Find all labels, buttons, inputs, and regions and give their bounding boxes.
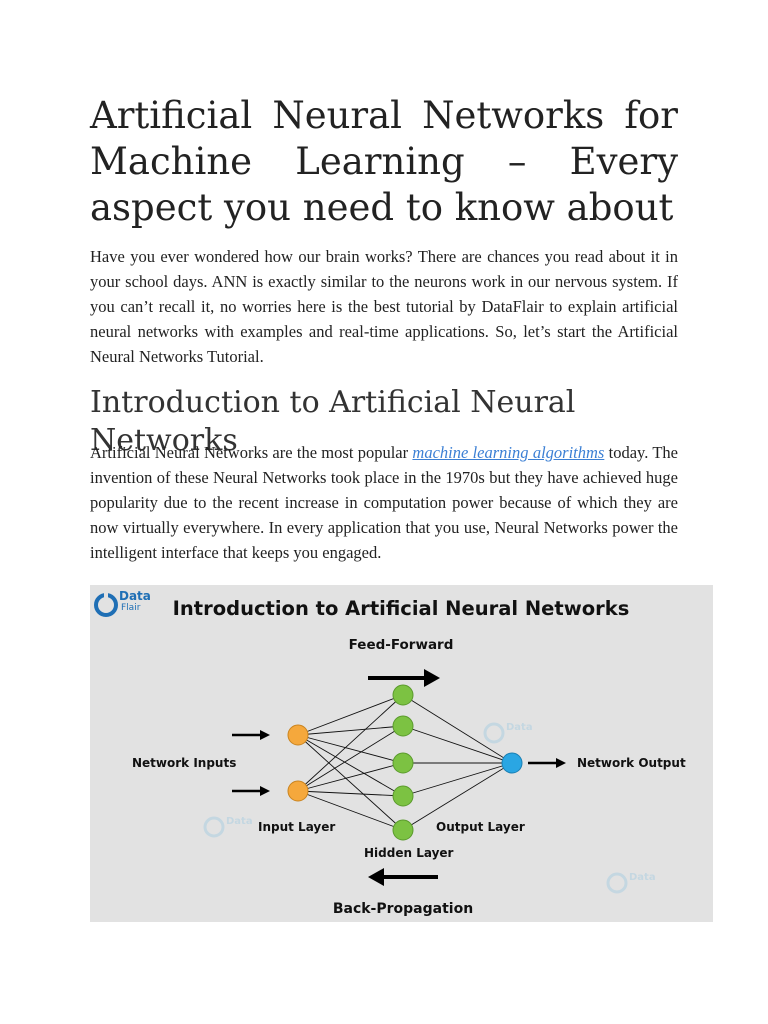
watermark-mid: Data — [483, 722, 533, 744]
hidden-node-2 — [392, 715, 414, 737]
feed-forward-arrow — [368, 669, 440, 687]
hidden-node-4 — [392, 785, 414, 807]
output-layer-label: Output Layer — [436, 820, 525, 834]
feed-forward-label: Feed-Forward — [349, 637, 454, 653]
section-text-start: Artificial Neural Networks are the most … — [90, 443, 413, 462]
network-inputs-label: Network Inputs — [132, 756, 236, 770]
hidden-layer-label: Hidden Layer — [364, 846, 454, 860]
svg-text:Data: Data — [506, 722, 533, 733]
ann-diagram: Data Flair Data Data Data Introduction t… — [90, 585, 713, 922]
logo-text-flair: Flair — [121, 603, 141, 613]
input-layer-label: Input Layer — [258, 820, 335, 834]
connections — [297, 694, 513, 831]
input-node-2 — [287, 780, 309, 802]
network-output-label: Network Output — [577, 756, 686, 770]
output-arrow — [528, 758, 566, 768]
hidden-node-1 — [392, 684, 414, 706]
svg-text:Data: Data — [629, 872, 656, 883]
logo-text-data: Data — [119, 589, 151, 603]
input-node-1 — [287, 724, 309, 746]
section-paragraph: Artificial Neural Networks are the most … — [90, 440, 678, 565]
input-arrow-2 — [232, 786, 270, 796]
hidden-node-5 — [392, 819, 414, 841]
dataflair-logo: Data Flair — [94, 589, 151, 617]
output-node — [501, 752, 523, 774]
machine-learning-link[interactable]: machine learning algorithms — [412, 443, 605, 462]
svg-text:Data: Data — [226, 816, 253, 827]
back-propagation-arrow — [368, 868, 438, 886]
intro-paragraph: Have you ever wondered how our brain wor… — [90, 247, 678, 366]
watermark-left: Data — [203, 816, 253, 838]
input-arrow-1 — [232, 730, 270, 740]
article-title: Artificial Neural Networks for Machine L… — [90, 94, 678, 229]
hidden-node-3 — [392, 752, 414, 774]
watermark-right: Data — [606, 872, 656, 894]
figure-title: Introduction to Artificial Neural Networ… — [173, 597, 630, 620]
back-propagation-label: Back-Propagation — [333, 901, 473, 917]
section-text-end: today. The invention of these Neural Net… — [90, 443, 678, 562]
ann-diagram-svg: Data Flair Data Data Data Introduction t… — [94, 589, 686, 917]
section-heading: Introduction to Artificial Neural Networ… — [90, 385, 576, 458]
